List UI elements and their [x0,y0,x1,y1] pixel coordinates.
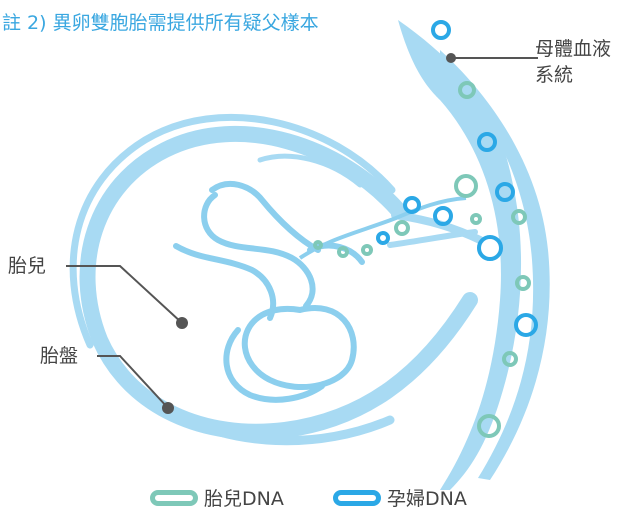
legend-label-maternal-dna: 孕婦DNA [387,488,467,510]
legend-item-maternal-dna: 孕婦DNA [333,484,467,511]
placenta-marker [162,402,174,414]
maternal-blood-label: 母體血液 系統 [535,36,611,88]
legend-label-fetal-dna: 胎兒DNA [204,488,284,510]
fetal-dna-icon [313,240,323,250]
fetal-dna-icon [502,351,518,367]
fetus-label: 胎兒 [8,255,47,277]
maternal-blood-label-line1: 母體血液 [535,38,612,60]
fetal-dna-icon [454,174,478,198]
maternal-dna-icon [433,206,453,226]
maternal-dna-icon [514,313,538,337]
maternal-blood-label-line2: 系統 [535,64,574,86]
leader-lines [66,53,538,414]
maternal-dna-icon [431,20,451,40]
fetal-dna-icon [361,244,373,256]
maternal-blood-marker [446,53,456,63]
fetal-dna-icon [511,209,527,225]
fetus-leader [66,265,183,324]
maternal-dna-ring-icon [333,489,381,506]
legend-item-fetal-dna: 胎兒DNA [150,484,284,511]
fetal-dna-ring-icon [150,489,198,506]
maternal-dna-icon [495,182,515,202]
fetal-dna-icon [477,414,501,438]
fetus-outline [173,180,365,403]
maternal-blood-vessel [398,20,550,490]
maternal-dna-icon [477,235,503,261]
maternal-dna-icon [403,196,421,214]
legend: 胎兒DNA 孕婦DNA [0,484,632,510]
fetal-dna-icon [394,220,410,236]
fetal-dna-icon [458,81,476,99]
maternal-dna-icon [376,231,390,245]
placenta-label: 胎盤 [40,345,79,367]
fetal-dna-icon [470,213,482,225]
maternal-dna-icon [477,132,497,152]
note-title: 註 2) 異卵雙胞胎需提供所有疑父樣本 [2,12,319,34]
fetal-dna-icon [337,246,349,258]
fetus-marker [176,317,188,329]
placenta-leader [97,355,169,409]
fetal-dna-icon [515,275,531,291]
dna-fragments [313,20,538,438]
umbilical-cord [298,196,467,260]
